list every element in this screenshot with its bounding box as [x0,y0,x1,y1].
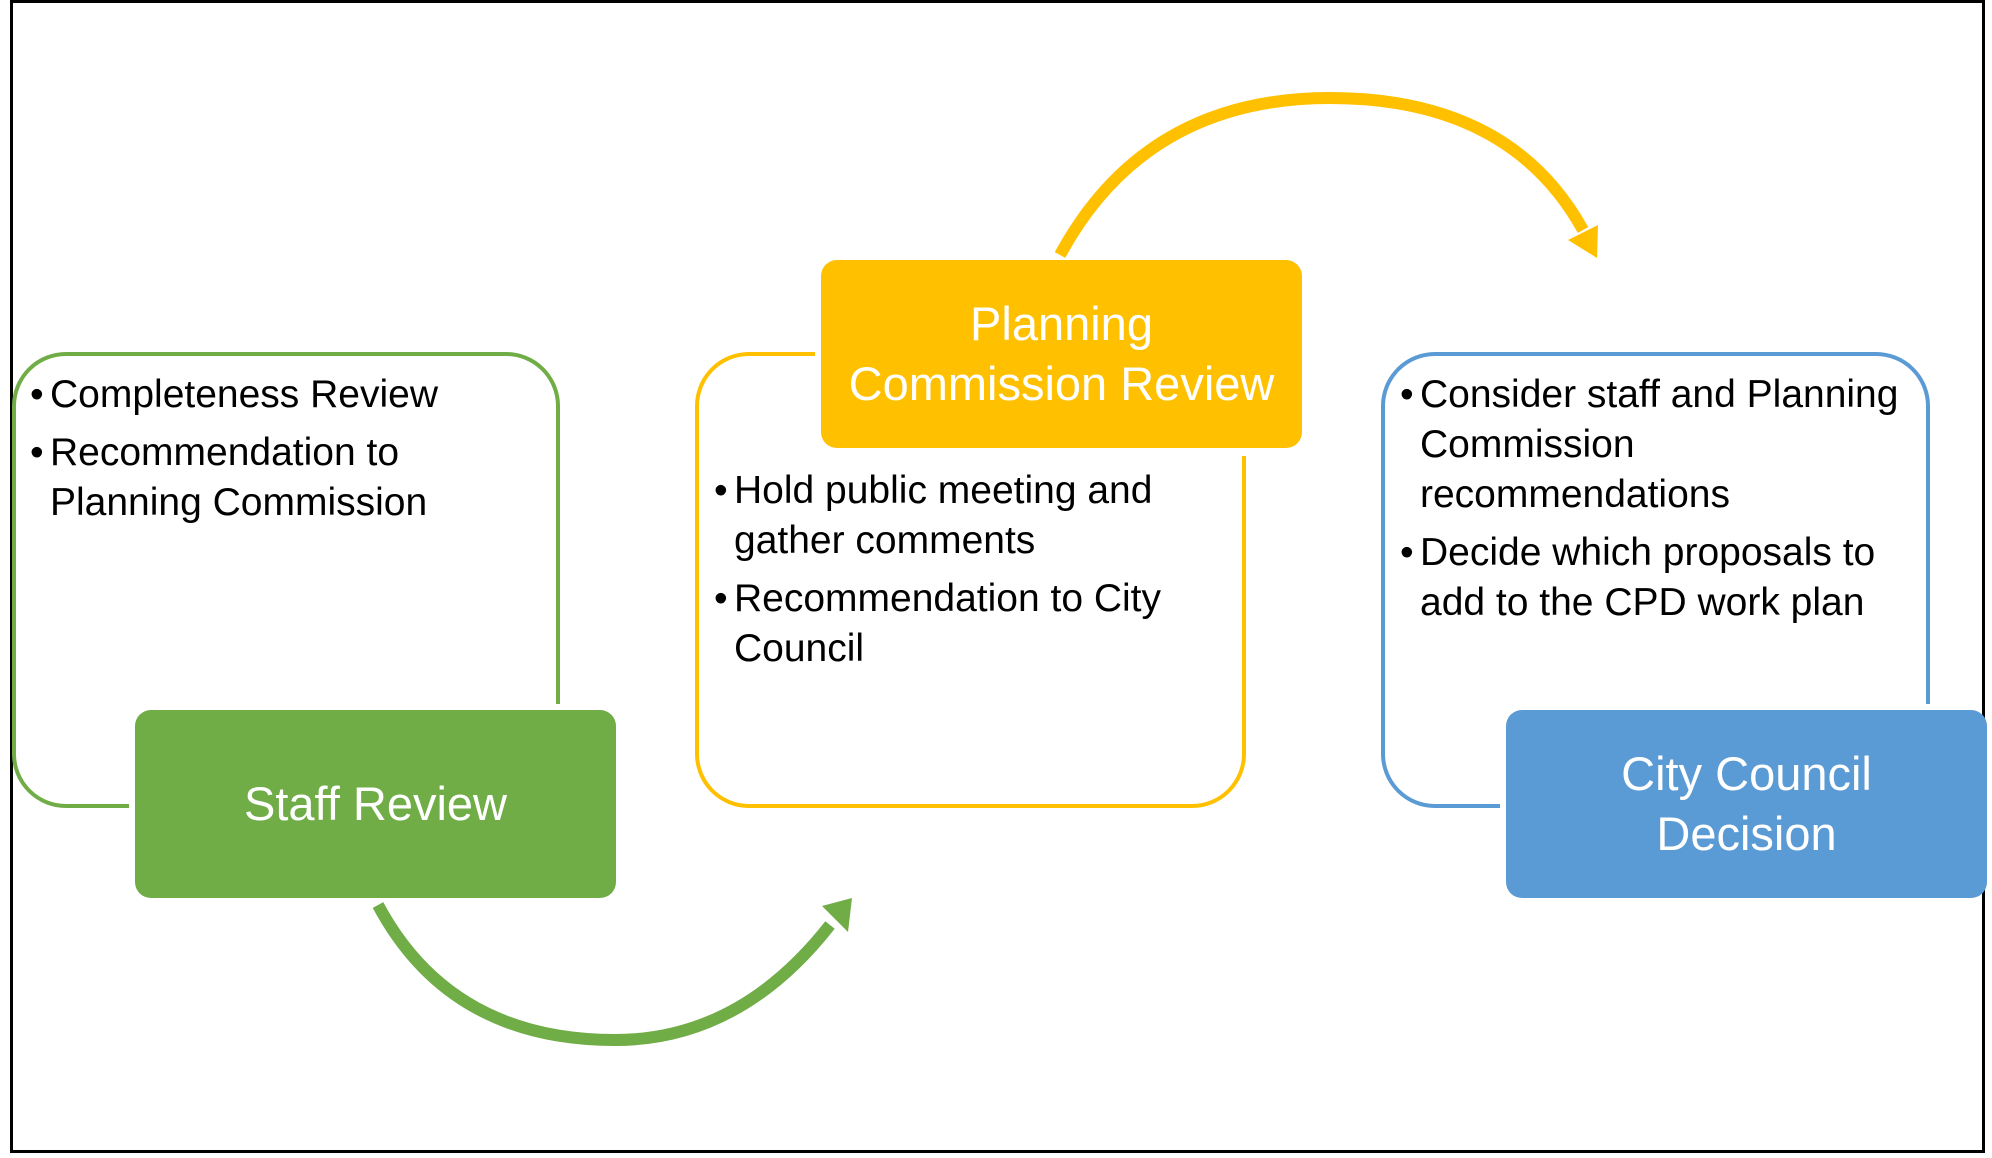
green-arrowhead-icon [822,898,852,932]
bullet-item: •Completeness Review [30,373,439,416]
yellow-arrowhead-icon [1568,225,1598,258]
yellow-curved-arrow [1054,91,1589,258]
staff-review-title: Staff Review [244,777,507,830]
staff-review-header: Staff Review [135,710,616,898]
planning-commission-header: Planning Commission Review [821,260,1302,448]
bullet-item: •Recommendation to Planning Commission [30,431,428,524]
bullet-item: •Hold public meeting and gather comments [714,469,1153,562]
city-council-header: City Council Decision [1506,710,1987,898]
planning-commission-title: Planning Commission Review [848,297,1275,410]
green-curved-arrow [372,902,835,1047]
city-council-bullets: •Consider staff and Planning Commission … [1400,370,1900,636]
staff-review-bullets: •Completeness Review •Recommendation to … [30,370,530,536]
planning-commission-bullets: •Hold public meeting and gather comments… [714,466,1234,682]
bullet-item: •Consider staff and Planning Commission … [1400,373,1899,516]
bullet-item: •Decide which proposals to add to the CP… [1400,531,1876,624]
diagram-frame [10,0,1985,1153]
bullet-item: •Recommendation to City Council [714,577,1162,670]
city-council-title: City Council Decision [1621,747,1872,860]
